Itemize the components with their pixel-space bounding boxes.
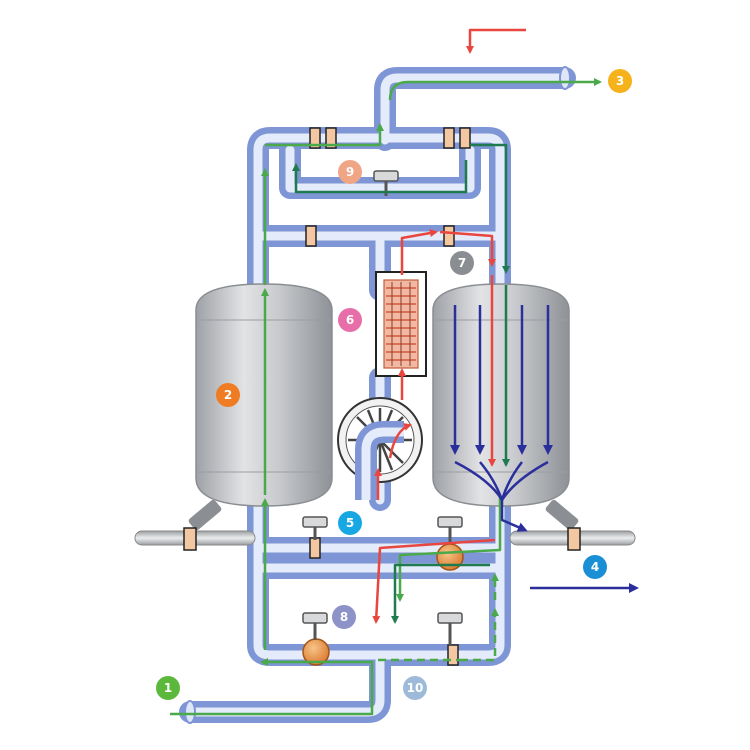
flow-lines [170,28,639,716]
left-drain-valve [183,499,222,551]
svg-text:4: 4 [591,560,599,574]
badge-8: 8 [332,605,356,629]
right-drain-valve [545,499,581,551]
svg-text:2: 2 [224,388,232,402]
svg-text:7: 7 [458,256,466,270]
svg-text:3: 3 [616,74,624,88]
badge-3: 3 [608,69,632,93]
badge-4: 4 [583,555,607,579]
badge-6: 6 [338,308,362,332]
svg-text:9: 9 [346,165,354,179]
badge-5: 5 [338,511,362,535]
badge-10: 10 [403,676,427,700]
badge-1: 1 [156,676,180,700]
svg-text:10: 10 [407,681,424,695]
svg-text:1: 1 [164,681,172,695]
badge-2: 2 [216,383,240,407]
svg-text:8: 8 [340,610,348,624]
heater-unit [375,271,427,377]
badge-9: 9 [338,160,362,184]
badge-7: 7 [450,251,474,275]
svg-text:6: 6 [346,313,354,327]
svg-text:5: 5 [346,516,354,530]
right-adsorber-vessel [432,283,570,507]
blower-fan [337,397,423,500]
valves [183,127,581,666]
